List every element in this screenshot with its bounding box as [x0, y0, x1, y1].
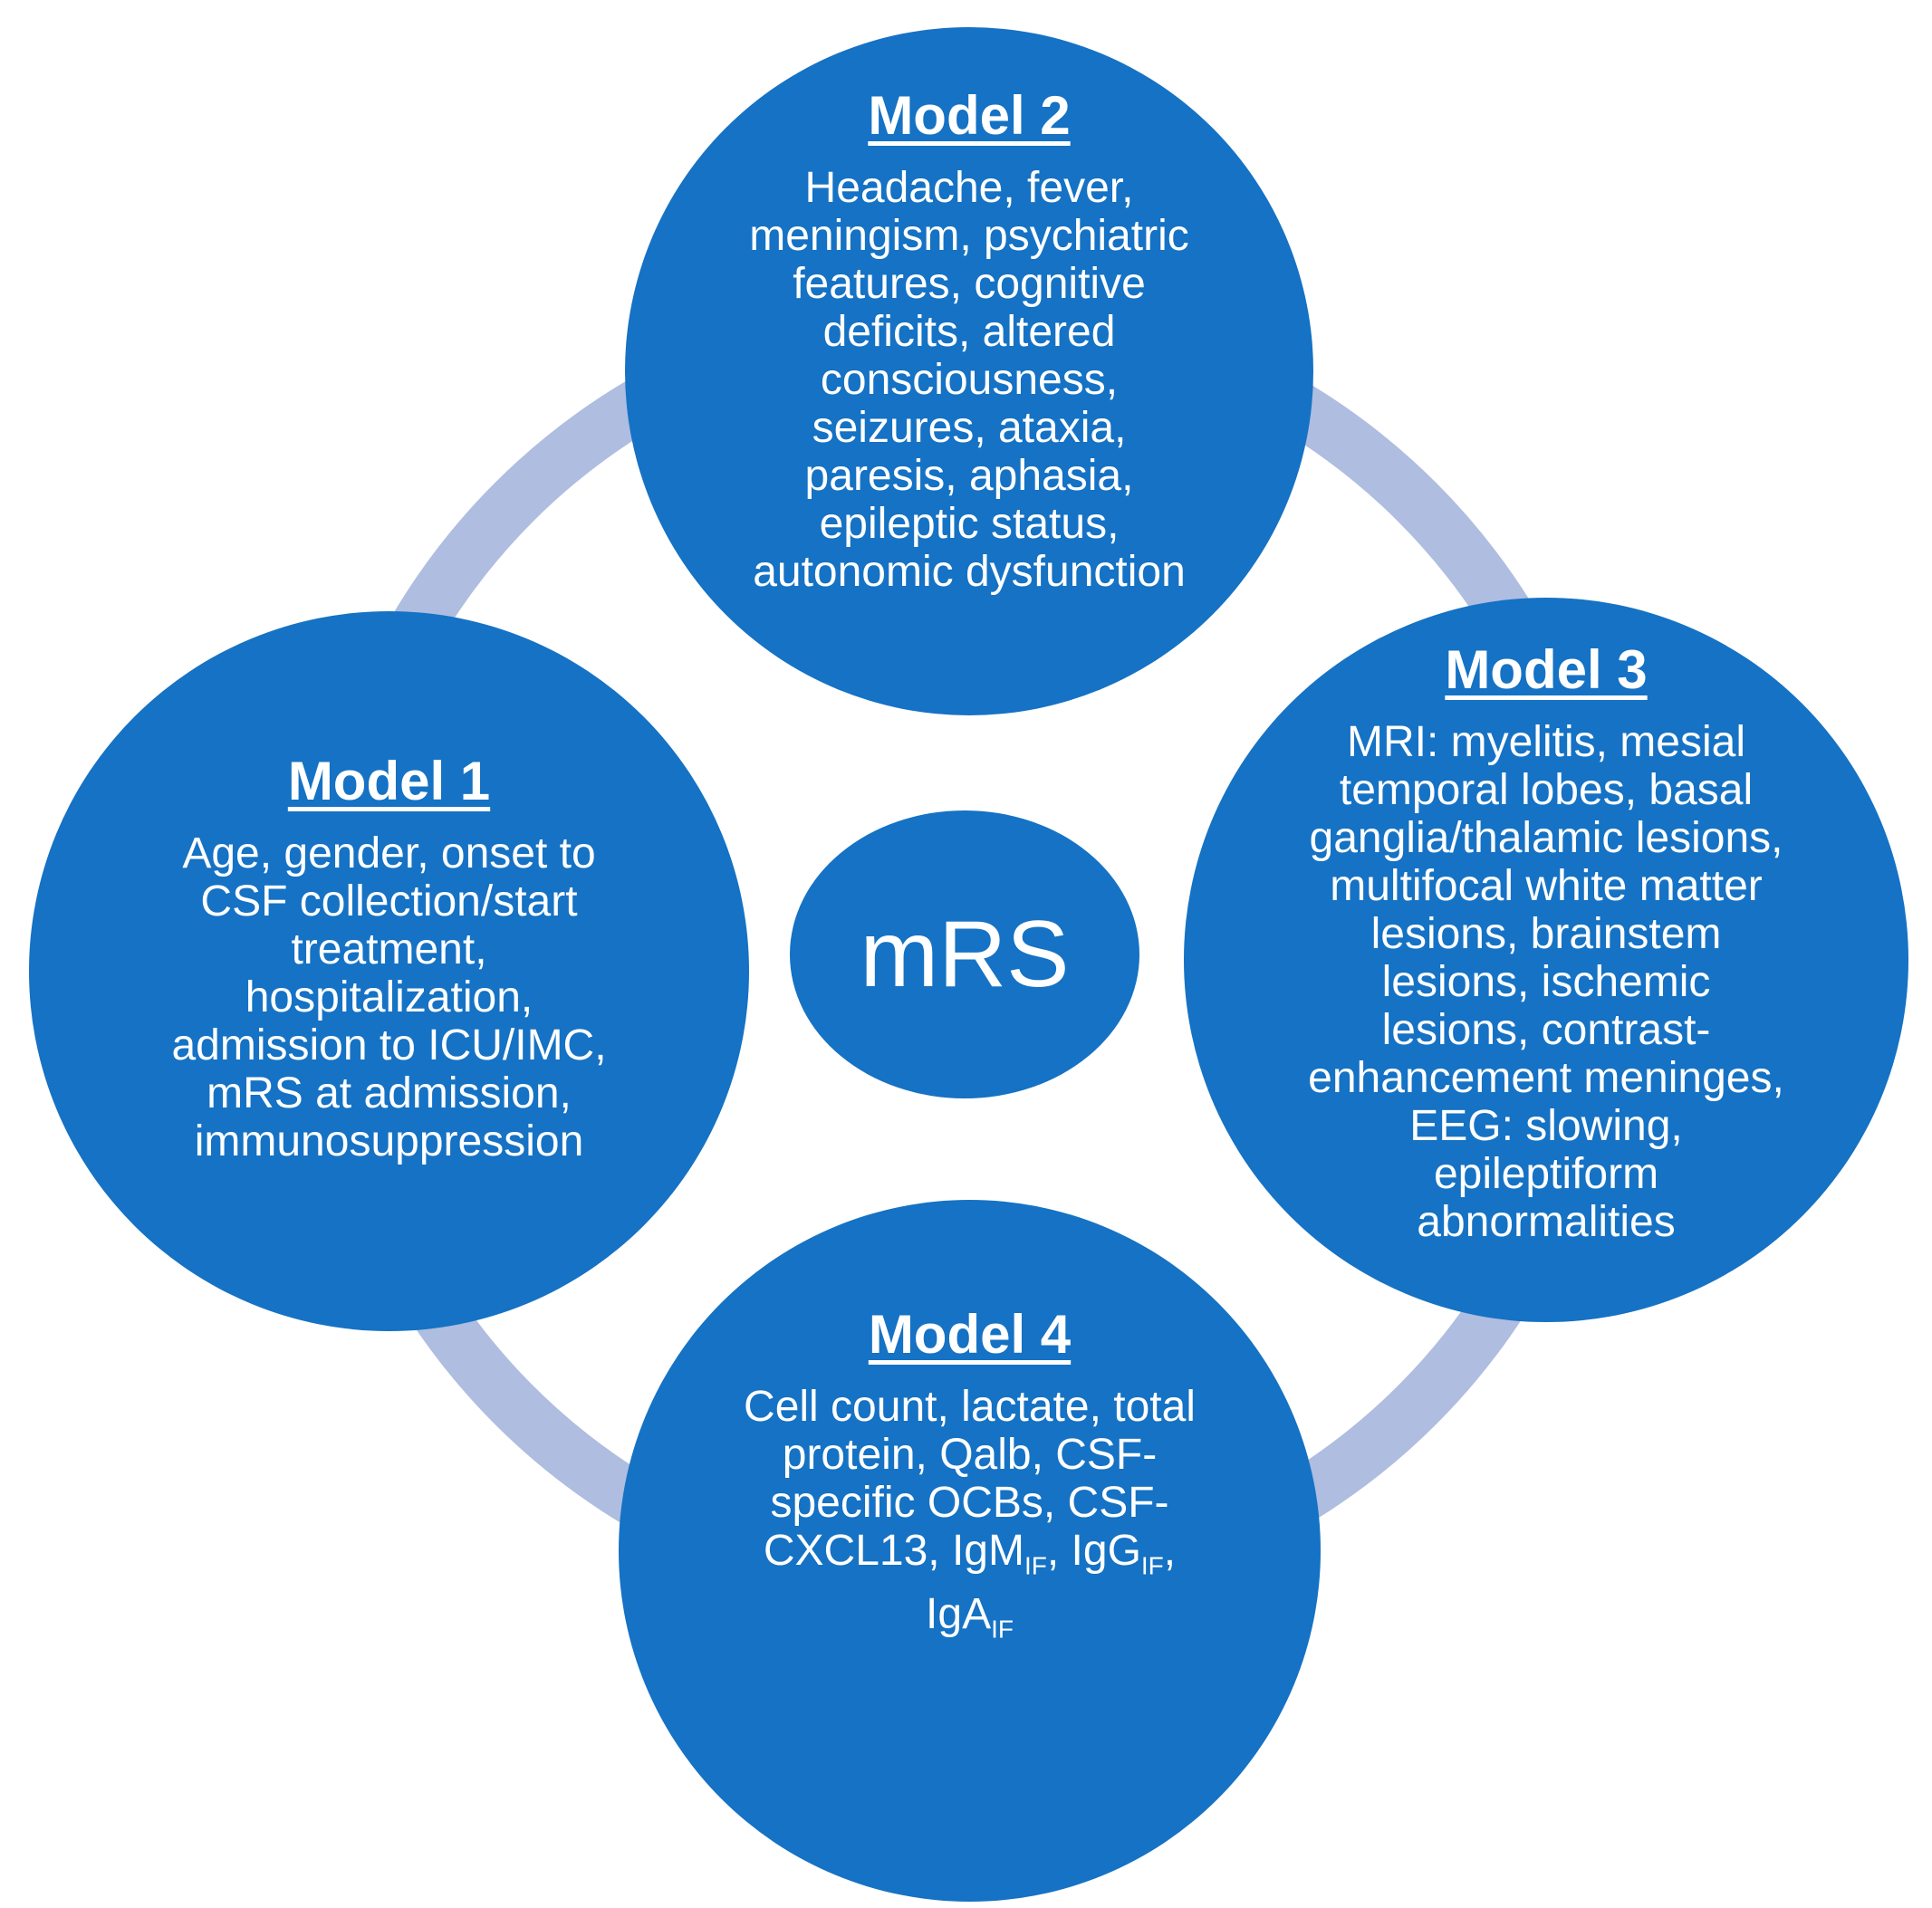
model-4-title: Model 4	[868, 1304, 1072, 1366]
model-2-text: Headache, fever, meningism, psychiatric …	[749, 163, 1189, 596]
model-3-title: Model 3	[1445, 638, 1648, 700]
model-3-text: MRI: myelitis, mesial temporal lobes, ba…	[1308, 717, 1784, 1246]
model-2-title: Model 2	[868, 84, 1071, 146]
model-1-text: Age, gender, onset to CSF collection/sta…	[171, 829, 607, 1165]
center-circle: mRS	[790, 810, 1139, 1098]
model-1-title: Model 1	[287, 751, 491, 811]
model-2-circle: Model 2 Headache, fever, meningism, psyc…	[625, 27, 1313, 715]
model-4-circle: Model 4 Cell count, lactate, total prote…	[619, 1200, 1321, 1902]
center-label: mRS	[860, 902, 1070, 1007]
model-3-circle: Model 3 MRI: myelitis, mesial temporal l…	[1184, 598, 1908, 1322]
model-4-text: Cell count, lactate, total protein, Qalb…	[744, 1383, 1196, 1644]
model-1-circle: Model 1 Age, gender, onset to CSF collec…	[29, 611, 749, 1331]
